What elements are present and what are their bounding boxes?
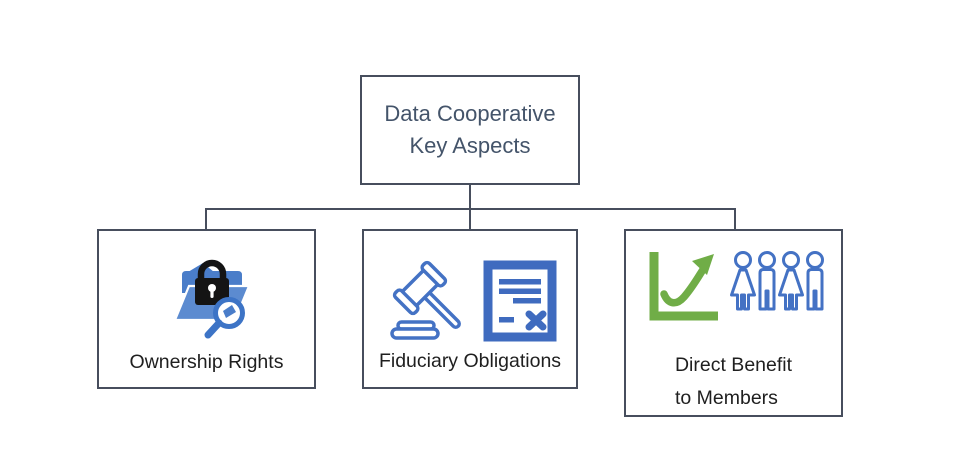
connector-drop-middle: [469, 209, 471, 229]
fiduciary-icon-row: [384, 260, 557, 342]
direct-benefit-label-line1: Direct Benefit: [674, 354, 793, 376]
direct-benefit-label-line2: to Members: [674, 387, 778, 409]
child-box-ownership-rights: Ownership Rights: [97, 229, 316, 389]
root-box-title-line1: Data Cooperative: [384, 101, 556, 126]
connector-drop-right: [734, 209, 736, 229]
child-box-direct-benefit: Direct Benefit to Members: [624, 229, 843, 417]
root-box-data-cooperative: Data Cooperative Key Aspects: [360, 75, 580, 185]
ownership-rights-label: Ownership Rights: [129, 351, 284, 373]
members-group-icon: [729, 247, 828, 321]
child-box-fiduciary-obligations: Fiduciary Obligations: [362, 229, 578, 389]
ownership-icon-row: [166, 250, 258, 342]
benefit-icon-row: [640, 244, 828, 324]
fiduciary-obligations-label: Fiduciary Obligations: [378, 350, 562, 372]
connector-drop-left: [205, 209, 207, 229]
document-x-icon: [483, 260, 557, 342]
root-box-title-line2: Key Aspects: [409, 133, 531, 158]
connector-root-stub: [469, 185, 471, 209]
growth-chart-icon: [640, 244, 720, 324]
gavel-icon: [384, 260, 470, 342]
folder-lock-magnifier-icon: [166, 250, 258, 342]
direct-benefit-label-block: Direct Benefit to Members: [675, 349, 792, 415]
